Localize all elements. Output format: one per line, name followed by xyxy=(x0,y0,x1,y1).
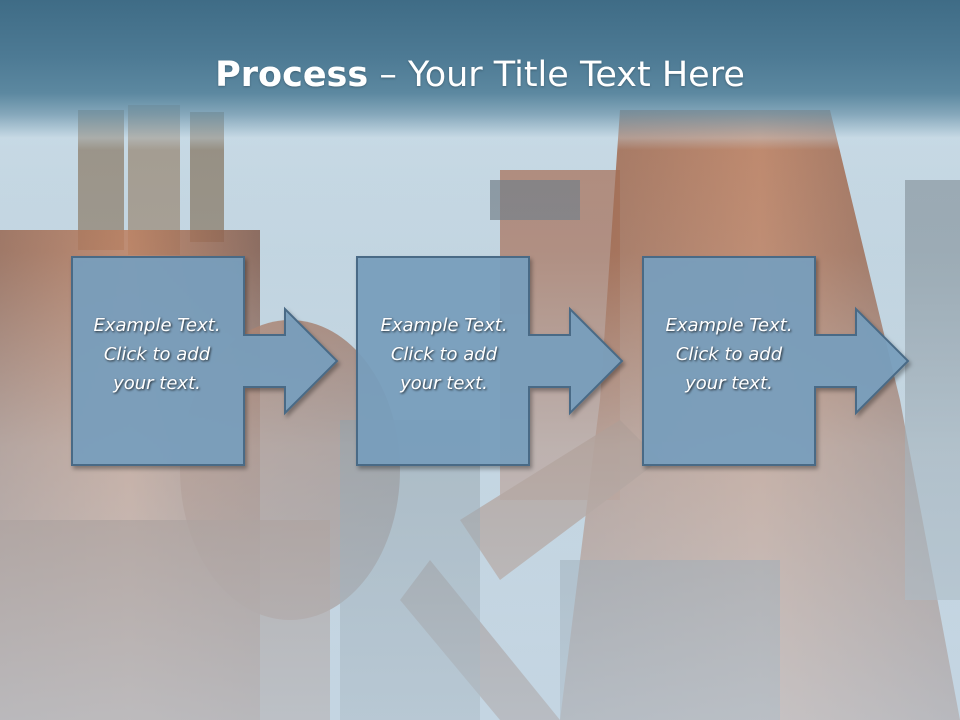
title-bar xyxy=(0,0,960,150)
step-3-line-1: Example Text. xyxy=(665,315,793,336)
process-step-3[interactable] xyxy=(642,256,910,466)
step-3-arrow-shape xyxy=(642,256,910,466)
process-step-1[interactable] xyxy=(71,256,339,466)
step-2-line-2: Click to add xyxy=(390,344,498,365)
step-2-arrow-shape xyxy=(356,256,624,466)
title-bold-text: Process xyxy=(215,55,369,95)
step-3-text[interactable]: Example Text. Click to add your text. xyxy=(643,311,815,398)
process-step-2[interactable] xyxy=(356,256,624,466)
step-1-arrow-shape xyxy=(71,256,339,466)
step-1-line-1: Example Text. xyxy=(93,315,221,336)
step-3-line-3: your text. xyxy=(685,373,773,394)
step-1-text[interactable]: Example Text. Click to add your text. xyxy=(71,311,243,398)
step-1-line-2: Click to add xyxy=(103,344,211,365)
title-rest-text: – Your Title Text Here xyxy=(368,55,745,95)
step-3-line-2: Click to add xyxy=(675,344,783,365)
step-1-line-3: your text. xyxy=(113,373,201,394)
step-2-text[interactable]: Example Text. Click to add your text. xyxy=(358,311,530,398)
step-2-line-3: your text. xyxy=(400,373,488,394)
slide-title[interactable]: Process – Your Title Text Here xyxy=(0,52,960,98)
step-2-line-1: Example Text. xyxy=(380,315,508,336)
